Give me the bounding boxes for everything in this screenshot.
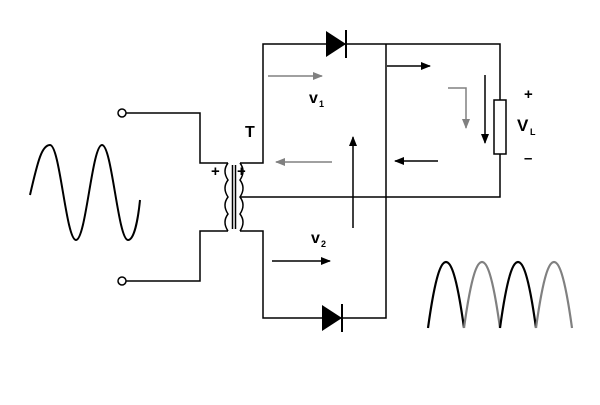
secondary-wire-top xyxy=(240,43,501,198)
plus-secondary: + xyxy=(237,163,246,180)
arrow-load-gray xyxy=(448,87,470,129)
secondary-wire-bottom xyxy=(240,44,387,319)
primary-wire-top xyxy=(126,112,228,164)
input-terminal-bottom-icon xyxy=(117,276,127,286)
v2-subscript: 2 xyxy=(321,239,326,249)
primary-wire-bottom xyxy=(126,230,228,282)
input-sine-wave-icon xyxy=(29,143,141,242)
input-terminal-top-icon xyxy=(117,108,127,118)
load-resistor-icon xyxy=(493,99,507,155)
diode-bottom-icon xyxy=(322,304,343,332)
output-rectified-wave-icon xyxy=(426,260,574,329)
v1-label: v xyxy=(309,90,318,107)
diode-top-icon xyxy=(326,30,347,58)
vl-subscript: L xyxy=(530,127,536,137)
transformer-primary-coil xyxy=(224,162,229,232)
minus-load: – xyxy=(524,150,532,167)
v2-label: v xyxy=(311,230,320,247)
plus-load: + xyxy=(524,86,533,103)
transformer-label: T xyxy=(245,124,255,141)
plus-primary: + xyxy=(211,163,220,180)
v1-subscript: 1 xyxy=(319,99,324,109)
vl-label: V xyxy=(517,116,529,135)
